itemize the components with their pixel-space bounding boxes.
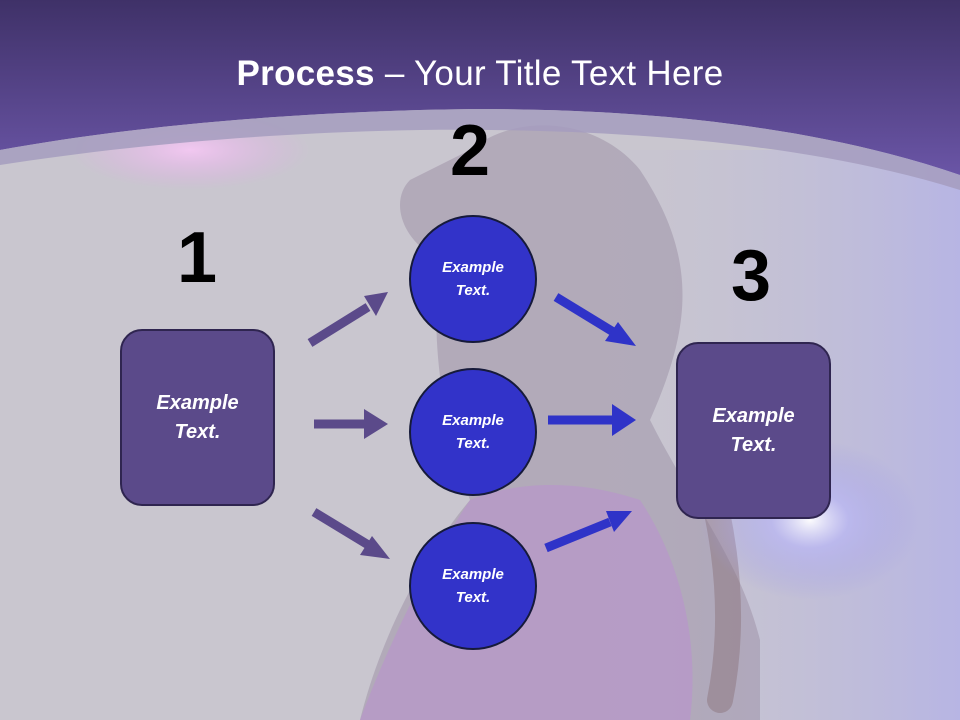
step-3-box-line2: Text. (730, 433, 777, 456)
circle-middle-line2: Text. (455, 435, 491, 452)
step-2-circle-bottom: Example Text. (409, 522, 537, 650)
step-3-box-line1: Example (712, 404, 795, 427)
step-2-circle-middle: Example Text. (409, 368, 537, 496)
circle-top-line2: Text. (455, 282, 491, 299)
step-number-3: 3 (731, 236, 772, 316)
step-1-box-line2: Text. (174, 420, 221, 443)
step-number-2: 2 (450, 111, 491, 191)
circle-bottom-line1: Example (442, 566, 504, 583)
step-number-1: 1 (177, 218, 218, 298)
step-1-box: Example Text. (120, 329, 275, 506)
circle-middle-line1: Example (442, 412, 504, 429)
title-bold: Process (236, 54, 375, 93)
step-3-box: Example Text. (676, 342, 831, 519)
circle-bottom-line2: Text. (455, 589, 491, 606)
circle-top-line1: Example (442, 259, 504, 276)
step-2-circle-top: Example Text. (409, 215, 537, 343)
step-1-box-line1: Example (156, 391, 239, 414)
title-rest: – Your Title Text Here (374, 54, 724, 93)
slide-title: Process – Your Title Text Here (0, 52, 960, 96)
